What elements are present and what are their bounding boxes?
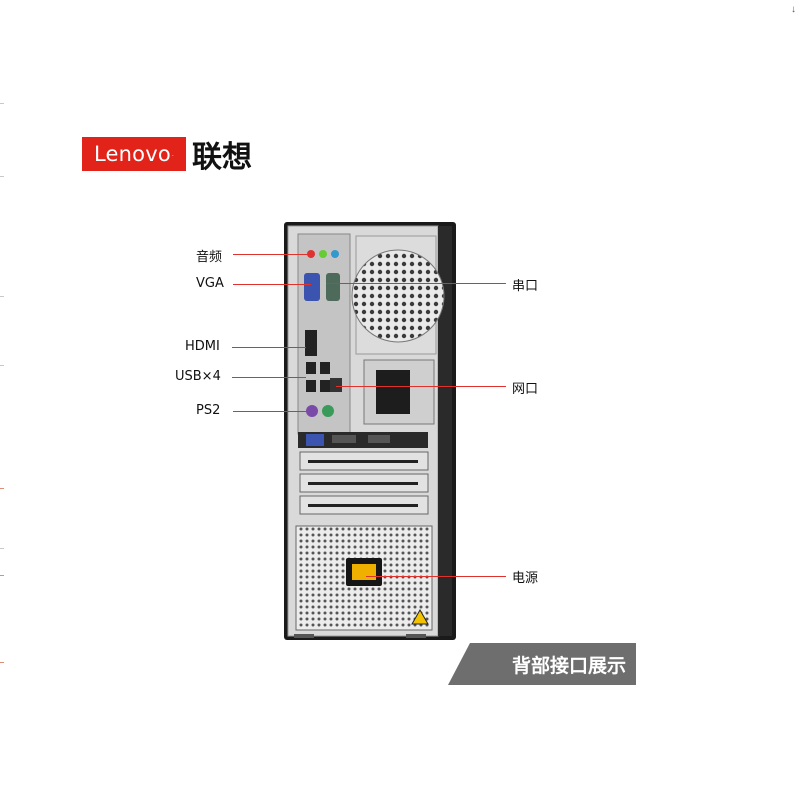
page-guide-mark bbox=[0, 296, 4, 297]
page-guide-mark bbox=[0, 488, 4, 489]
pointer-line-ps2 bbox=[233, 411, 309, 412]
pointer-line-power bbox=[366, 576, 506, 577]
page-guide-mark bbox=[0, 662, 4, 663]
label-hdmi: HDMI bbox=[185, 339, 220, 354]
pointer-line-audio bbox=[233, 254, 311, 255]
label-power: 电源 bbox=[512, 571, 539, 586]
pointer-line-serial bbox=[326, 283, 506, 284]
brand-name-cn: 联想 bbox=[192, 140, 252, 175]
label-vga: VGA bbox=[196, 276, 224, 291]
rear-ports-banner: 背部接口展示 bbox=[448, 643, 636, 685]
label-audio: 音频 bbox=[196, 250, 223, 265]
pointer-line-hdmi bbox=[232, 347, 306, 348]
pc-tower-rear-image bbox=[284, 222, 456, 640]
lenovo-logo: Lenovo. bbox=[82, 137, 186, 171]
pointer-line-usb bbox=[232, 377, 306, 378]
banner-text: 背部接口展示 bbox=[511, 654, 626, 677]
page-guide-mark bbox=[0, 176, 4, 177]
pointer-line-vga bbox=[233, 284, 311, 285]
label-ps2: PS2 bbox=[196, 403, 221, 418]
brand-header: Lenovo. 联想 bbox=[82, 132, 252, 176]
page-guide-mark bbox=[0, 103, 4, 104]
pointer-line-network bbox=[336, 386, 506, 387]
label-network: 网口 bbox=[512, 382, 539, 397]
page-guide-mark bbox=[0, 575, 4, 576]
label-usb: USB×4 bbox=[175, 369, 221, 384]
corner-arrow-icon: ↓ bbox=[791, 4, 796, 15]
page-guide-mark bbox=[0, 365, 4, 366]
label-serial: 串口 bbox=[512, 279, 539, 294]
page-guide-mark bbox=[0, 548, 4, 549]
